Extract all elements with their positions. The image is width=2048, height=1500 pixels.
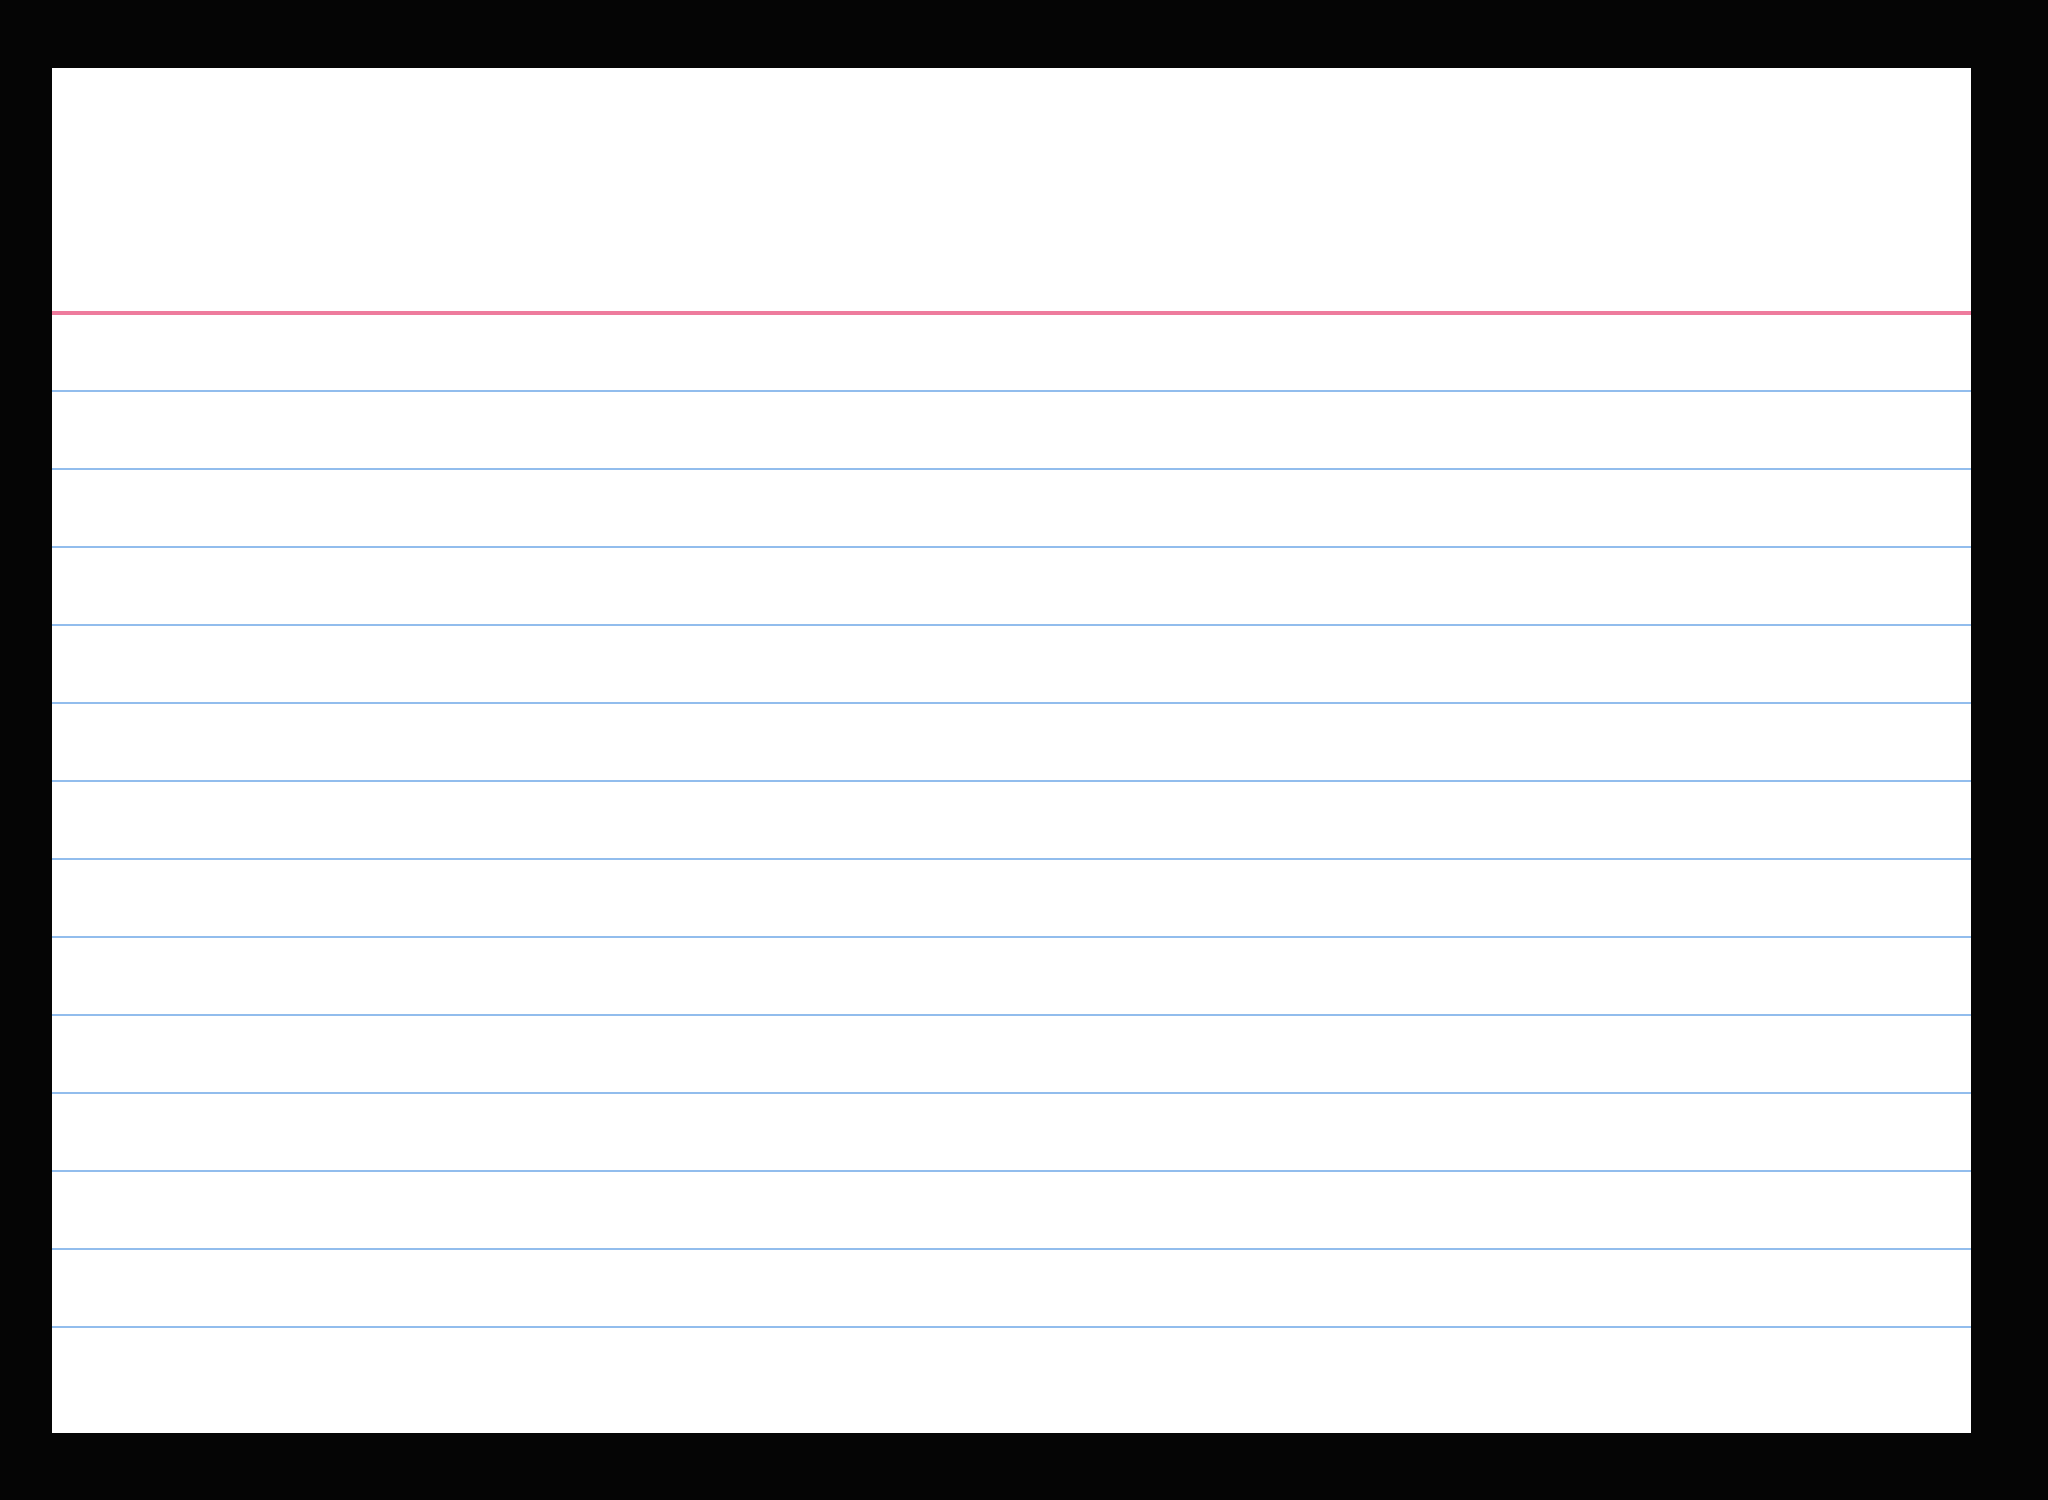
body-rule [52, 624, 1971, 626]
body-rule [52, 390, 1971, 392]
body-rule [52, 702, 1971, 704]
body-rule [52, 858, 1971, 860]
header-rule [52, 311, 1971, 315]
body-rule [52, 936, 1971, 938]
body-rule [52, 1092, 1971, 1094]
body-rule [52, 1170, 1971, 1172]
body-rule [52, 1248, 1971, 1250]
body-rule [52, 1326, 1971, 1328]
body-rule [52, 780, 1971, 782]
body-rule [52, 546, 1971, 548]
index-card [52, 68, 1971, 1433]
body-rule [52, 1014, 1971, 1016]
body-rule [52, 468, 1971, 470]
